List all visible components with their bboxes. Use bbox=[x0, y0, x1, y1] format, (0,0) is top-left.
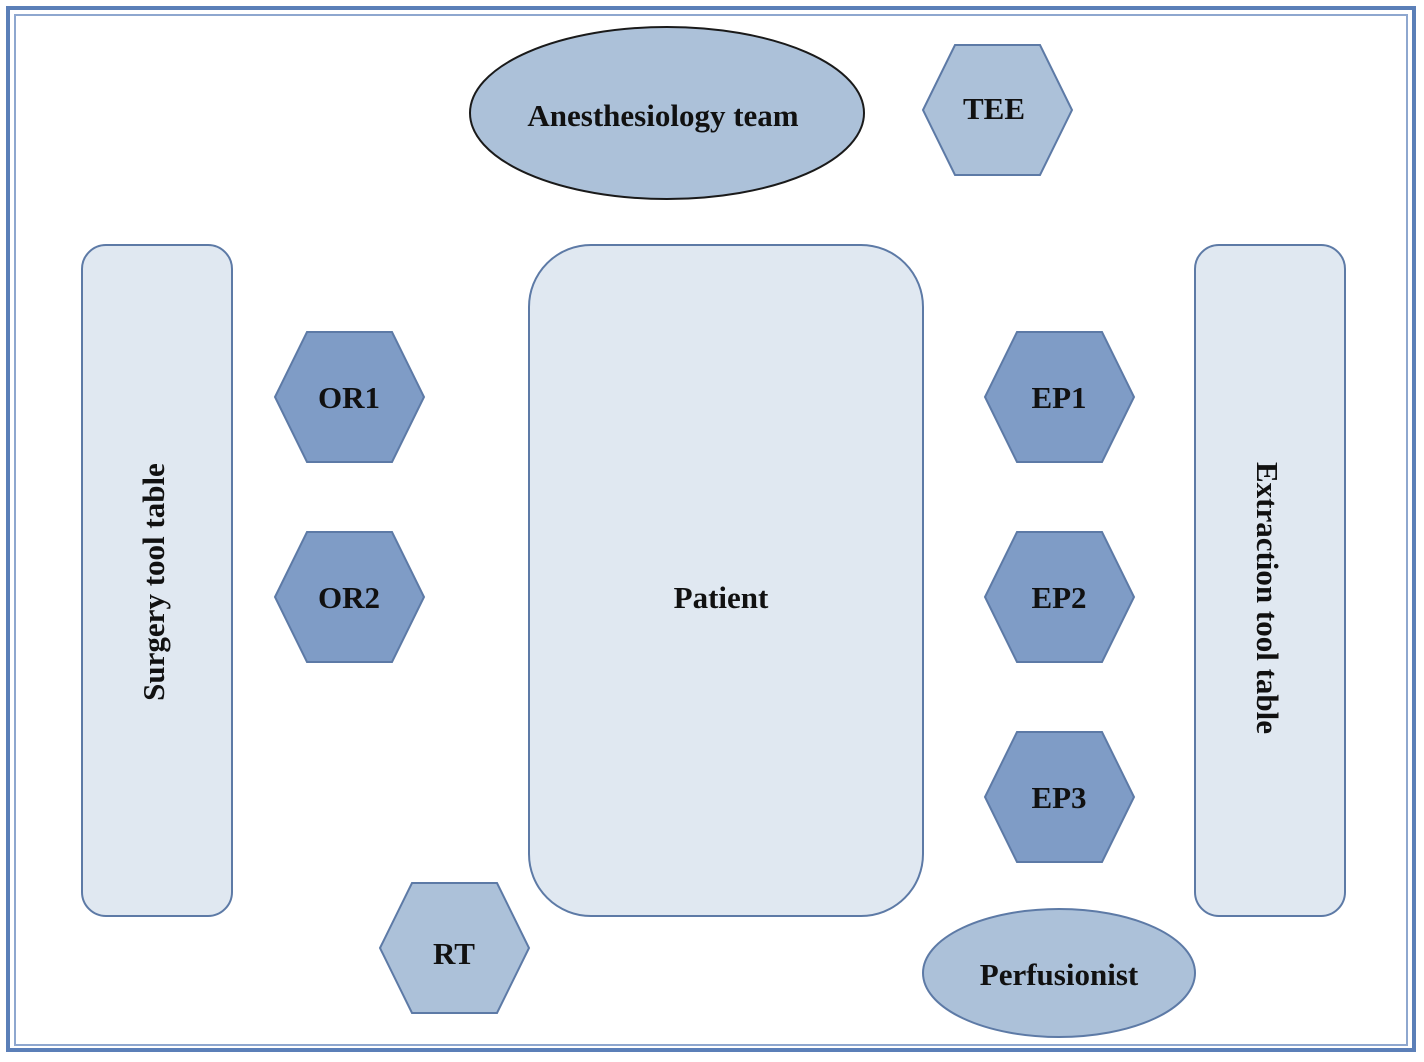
extraction-tool-table-node: Extraction tool table bbox=[1194, 244, 1346, 917]
anesthesiology-team-label: Anesthesiology team bbox=[527, 98, 798, 133]
perfusionist-label: Perfusionist bbox=[980, 957, 1139, 992]
anesthesiology-team-node: Anesthesiology team bbox=[469, 26, 865, 200]
ep1-label: EP1 bbox=[1031, 380, 1086, 415]
or1-label: OR1 bbox=[318, 380, 380, 415]
ep1-node: EP1 bbox=[983, 331, 1136, 463]
surgery-tool-table-node: Surgery tool table bbox=[81, 244, 233, 917]
ep3-node: EP3 bbox=[983, 731, 1136, 863]
or1-node: OR1 bbox=[273, 331, 426, 463]
extraction-tool-table-label: Extraction tool table bbox=[1250, 462, 1285, 734]
patient-node: Patient bbox=[528, 244, 924, 917]
ep2-node: EP2 bbox=[983, 531, 1136, 663]
rt-label: RT bbox=[433, 936, 475, 971]
or2-label: OR2 bbox=[318, 580, 380, 615]
tee-node: TEE bbox=[921, 44, 1074, 176]
ep2-label: EP2 bbox=[1031, 580, 1086, 615]
outer-frame bbox=[6, 6, 1416, 1052]
or2-node: OR2 bbox=[273, 531, 426, 663]
ep3-label: EP3 bbox=[1031, 780, 1086, 815]
perfusionist-node: Perfusionist bbox=[922, 908, 1196, 1038]
tee-label: TEE bbox=[963, 91, 1025, 126]
inner-frame bbox=[14, 14, 1408, 1046]
patient-label: Patient bbox=[674, 580, 769, 615]
surgery-tool-table-label: Surgery tool table bbox=[136, 463, 171, 701]
rt-node: RT bbox=[378, 882, 531, 1014]
